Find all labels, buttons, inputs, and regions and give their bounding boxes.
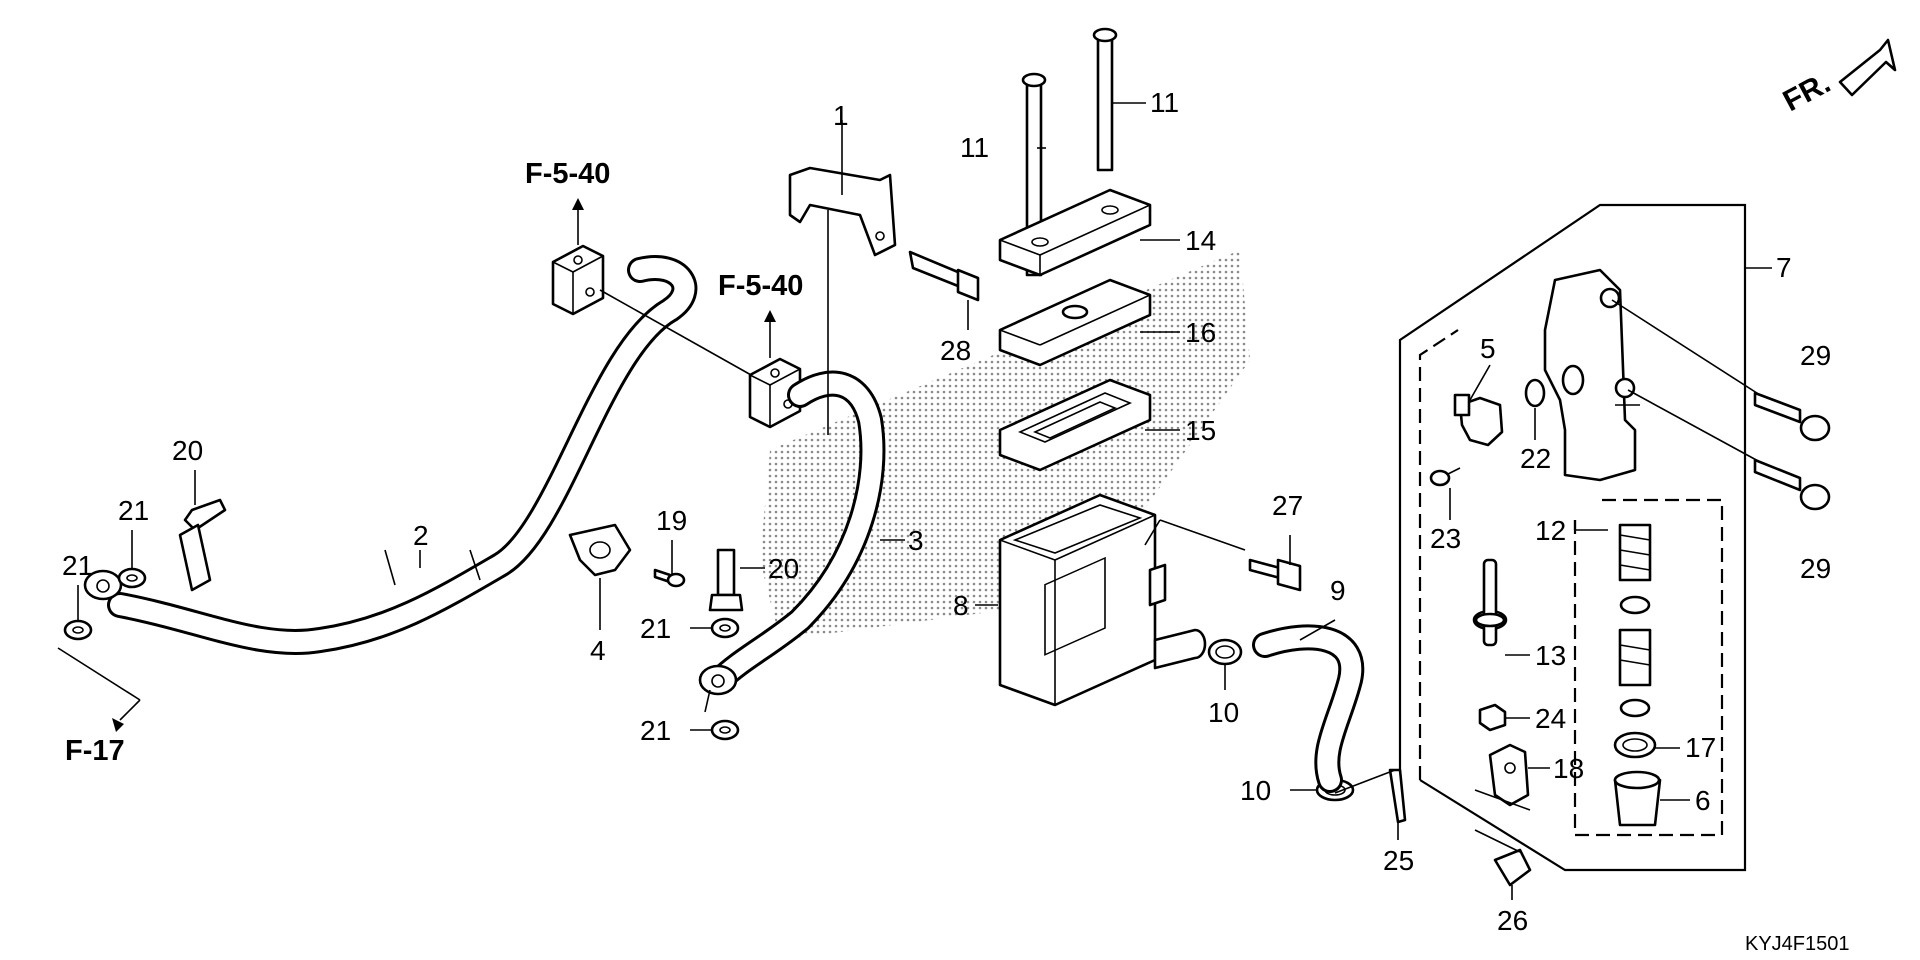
part-13-push-rod xyxy=(1472,558,1508,647)
part-1-bracket xyxy=(788,166,897,257)
part-23-screw xyxy=(1429,467,1461,487)
callout-24: 24 xyxy=(1535,703,1566,734)
part-8-reservoir xyxy=(998,493,1207,707)
callout-27: 27 xyxy=(1272,490,1303,521)
callout-20-a: 20 xyxy=(172,435,203,466)
part-24-nut xyxy=(1478,703,1507,732)
callout-9: 9 xyxy=(1330,575,1346,606)
diagram-code: KYJ4F1501 xyxy=(1745,933,1850,955)
callout-21-b: 21 xyxy=(118,495,149,526)
callout-7: 7 xyxy=(1776,252,1792,283)
part-21-washer-c xyxy=(710,617,740,639)
part-20-bolt-b xyxy=(708,548,744,612)
callout-6: 6 xyxy=(1695,785,1711,816)
part-29-bolt-b xyxy=(1753,458,1831,511)
callout-14: 14 xyxy=(1185,225,1216,256)
ref-bottom-left: F-17 xyxy=(65,735,125,767)
callout-26: 26 xyxy=(1497,905,1528,936)
part-6-boot xyxy=(1613,770,1662,827)
part-27-bolt xyxy=(1248,558,1302,592)
callout-16: 16 xyxy=(1185,317,1216,348)
part-3-brake-hose xyxy=(698,370,886,713)
callout-22: 22 xyxy=(1520,443,1551,474)
part-18-clevis xyxy=(1488,743,1530,807)
callout-29-b: 29 xyxy=(1800,553,1831,584)
callout-2: 2 xyxy=(413,520,429,551)
part-17-circlip xyxy=(1613,731,1657,759)
part-2-brake-hose xyxy=(83,255,698,655)
callout-10-a: 10 xyxy=(1208,697,1239,728)
part-5-joint xyxy=(1453,393,1504,447)
callout-12: 12 xyxy=(1535,515,1566,546)
part-4-clip xyxy=(568,523,632,577)
part-26-pin xyxy=(1493,848,1532,887)
part-10-clamp-a xyxy=(1207,638,1243,666)
part-16-plate xyxy=(998,278,1152,367)
callout-21-d: 21 xyxy=(640,715,671,746)
callout-25: 25 xyxy=(1383,845,1414,876)
direction-label: FR. xyxy=(1778,66,1836,118)
part-22-o-ring xyxy=(1524,378,1546,408)
ref-top-mid: F-5-40 xyxy=(718,270,803,302)
part-25-cotter-pin xyxy=(1388,768,1407,824)
callout-8: 8 xyxy=(953,590,969,621)
callout-3: 3 xyxy=(908,525,924,556)
ref-top-left: F-5-40 xyxy=(525,158,610,190)
part-21-washer-a xyxy=(63,619,93,641)
callout-19: 19 xyxy=(656,505,687,536)
callout-21-c: 21 xyxy=(640,613,671,644)
callout-29-a: 29 xyxy=(1800,340,1831,371)
part-15-diaphragm xyxy=(998,378,1152,472)
callout-23: 23 xyxy=(1430,523,1461,554)
callout-17: 17 xyxy=(1685,732,1716,763)
callout-18: 18 xyxy=(1553,753,1584,784)
hose-fitting-block-left xyxy=(551,244,605,316)
part-21-washer-d xyxy=(710,719,740,741)
hose-fitting-block-mid xyxy=(748,357,802,429)
part-19-screw xyxy=(653,568,686,588)
part-11-screw-b xyxy=(1092,27,1118,172)
callout-28: 28 xyxy=(940,335,971,366)
callout-labels: 1 2 3 4 5 6 7 8 9 10 10 11 11 12 13 14 1… xyxy=(62,87,1831,936)
part-12-piston-kit xyxy=(1573,498,1724,837)
callout-10-b: 10 xyxy=(1240,775,1271,806)
part-20-bolt-a xyxy=(178,498,227,592)
part-28-bolt xyxy=(908,250,980,302)
part-29-bolt-a xyxy=(1753,391,1831,442)
part-9-hose xyxy=(1252,624,1365,793)
part-21-washer-b xyxy=(117,567,147,589)
callout-11-b: 11 xyxy=(1150,87,1179,118)
callout-20-b: 20 xyxy=(768,553,799,584)
callout-1: 1 xyxy=(833,100,849,131)
callout-13: 13 xyxy=(1535,640,1566,671)
part-14-reservoir-cap xyxy=(998,188,1152,277)
callout-5: 5 xyxy=(1480,333,1496,364)
callout-21-a: 21 xyxy=(62,550,93,581)
front-direction-arrow: FR. xyxy=(1778,38,1897,118)
callout-4: 4 xyxy=(590,635,606,666)
callout-11-a: 11 xyxy=(960,132,989,163)
callout-15: 15 xyxy=(1185,415,1216,446)
